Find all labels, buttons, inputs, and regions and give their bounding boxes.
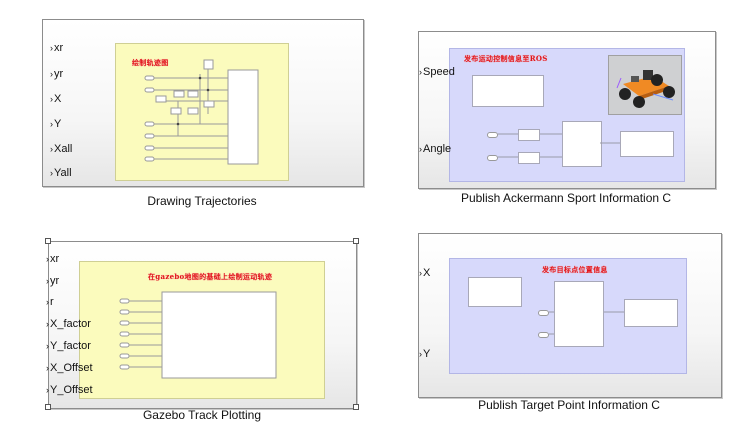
robot-car-icon xyxy=(608,55,682,115)
ackermann-publisher xyxy=(620,131,674,157)
port-target-y[interactable]: ›Y xyxy=(419,348,431,360)
target-point-label: Publish Target Point Information C xyxy=(478,398,660,412)
gazebo-track-wiring xyxy=(119,291,277,379)
ackermann-area: 发布运动控制信息至ROS xyxy=(449,48,685,182)
port-angle[interactable]: ›Angle xyxy=(419,143,452,155)
port-target-x[interactable]: ›X xyxy=(419,267,431,279)
port-gz-y-offset[interactable]: ›Y_Offset xyxy=(46,384,93,396)
speed-inport-symbol xyxy=(487,132,498,138)
port-gz-x-factor[interactable]: ›X_factor xyxy=(46,318,91,330)
drawing-trajectories-area: 绘制轨迹图 xyxy=(115,43,289,181)
port-gz-x-offset[interactable]: ›X_Offset xyxy=(46,362,93,374)
speed-gain xyxy=(518,129,540,141)
angle-gain xyxy=(518,152,540,164)
ackermann-block[interactable]: 发布运动控制信息至ROS xyxy=(418,31,716,189)
ackermann-subsystem xyxy=(472,75,544,107)
target-msg-builder xyxy=(554,281,604,347)
port-gz-yr[interactable]: ›yr xyxy=(46,275,60,287)
drawing-trajectories-banner: 绘制轨迹图 xyxy=(132,58,169,67)
port-xr[interactable]: ›xr xyxy=(50,42,64,54)
gazebo-track-area: 在gazebo地图的基础上绘制运动轨迹 xyxy=(79,261,325,399)
target-point-banner: 发布目标点位置信息 xyxy=(542,265,608,274)
target-point-wiring xyxy=(549,311,624,335)
selection-handle-bottom-left[interactable] xyxy=(45,404,51,410)
gazebo-track-banner: 在gazebo地图的基础上绘制运动轨迹 xyxy=(148,272,273,281)
drawing-trajectories-block[interactable]: 绘制轨迹图 xyxy=(42,19,364,187)
selection-handle-top-right[interactable] xyxy=(353,238,359,244)
port-speed[interactable]: ›Speed xyxy=(419,66,455,78)
ackermann-wiring xyxy=(498,133,620,158)
port-gz-y-factor[interactable]: ›Y_factor xyxy=(46,340,91,352)
ackermann-label: Publish Ackermann Sport Information C xyxy=(460,191,672,205)
port-xall[interactable]: ›Xall xyxy=(50,143,73,155)
gazebo-track-block[interactable]: 在gazebo地图的基础上绘制运动轨迹 ›xr xyxy=(46,241,357,409)
port-gz-r[interactable]: ›r xyxy=(46,296,54,308)
target-point-block[interactable]: 发布目标点位置信息 ›X ›Y xyxy=(418,233,722,398)
port-yr[interactable]: ›yr xyxy=(50,68,64,80)
ackermann-msg-builder xyxy=(562,121,602,167)
angle-inport-symbol xyxy=(487,155,498,161)
port-y[interactable]: ›Y xyxy=(50,118,62,130)
y-inport-symbol xyxy=(538,332,549,338)
x-inport-symbol xyxy=(538,310,549,316)
port-x[interactable]: ›X xyxy=(50,93,62,105)
port-gz-xr[interactable]: ›xr xyxy=(46,253,60,265)
target-subsystem xyxy=(468,277,522,307)
target-point-area: 发布目标点位置信息 xyxy=(449,258,687,374)
selection-handle-top-left[interactable] xyxy=(45,238,51,244)
drawing-trajectories-label: Drawing Trajectories xyxy=(147,194,257,208)
selection-handle-bottom-right[interactable] xyxy=(353,404,359,410)
drawing-trajectories-wiring xyxy=(144,59,259,165)
port-yall[interactable]: ›Yall xyxy=(50,167,72,179)
gazebo-track-label: Gazebo Track Plotting xyxy=(142,408,262,422)
target-publisher xyxy=(624,299,678,327)
ackermann-banner: 发布运动控制信息至ROS xyxy=(464,54,548,63)
